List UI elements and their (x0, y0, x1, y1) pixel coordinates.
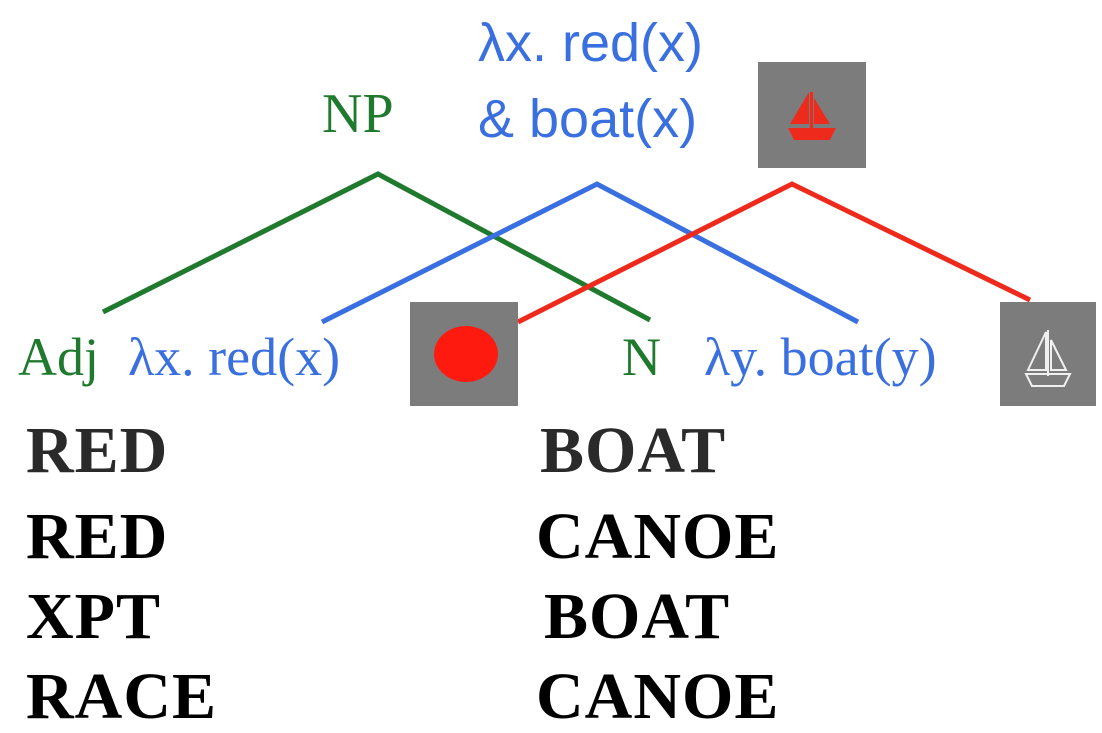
np-label: NP (322, 83, 394, 145)
red-sailboat-icon (788, 92, 836, 140)
np-semantics-line-1: λx. red(x) (478, 13, 704, 73)
word-right-2: CANOE (536, 500, 780, 573)
semantic-tree-edges (320, 181, 860, 325)
red-blob-icon (434, 326, 498, 382)
adj-label: Adj (18, 327, 99, 387)
np-tree-edges (101, 171, 652, 323)
word-left-3: XPT (26, 580, 161, 653)
adj-semantics: λx. red(x) (128, 327, 341, 387)
word-left-2: RED (26, 500, 169, 573)
white-sailboat-outline-icon (1024, 330, 1072, 387)
n-label: N (622, 327, 661, 387)
word-right-4: CANOE (536, 660, 780, 733)
word-right-1: BOAT (540, 414, 727, 487)
red-sailboat-image (758, 62, 866, 168)
word-left-1: RED (26, 414, 169, 487)
image-tree-edges (516, 181, 1032, 325)
sailboat-outline-image (1000, 302, 1096, 406)
word-right-3: BOAT (544, 580, 731, 653)
red-blob-image (410, 302, 518, 406)
np-semantics-line-2: & boat(x) (478, 89, 698, 149)
n-semantics: λy. boat(y) (704, 327, 937, 387)
word-left-4: RACE (26, 660, 218, 733)
